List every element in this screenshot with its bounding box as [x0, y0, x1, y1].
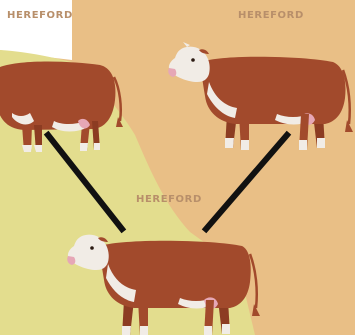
hereford-cow-top-left [0, 55, 132, 155]
hereford-cow-top-right [165, 42, 355, 154]
cow-figure [168, 42, 353, 150]
hereford-cow-offspring [66, 228, 262, 335]
cow-figure [67, 235, 260, 335]
cow-figure [0, 62, 123, 153]
